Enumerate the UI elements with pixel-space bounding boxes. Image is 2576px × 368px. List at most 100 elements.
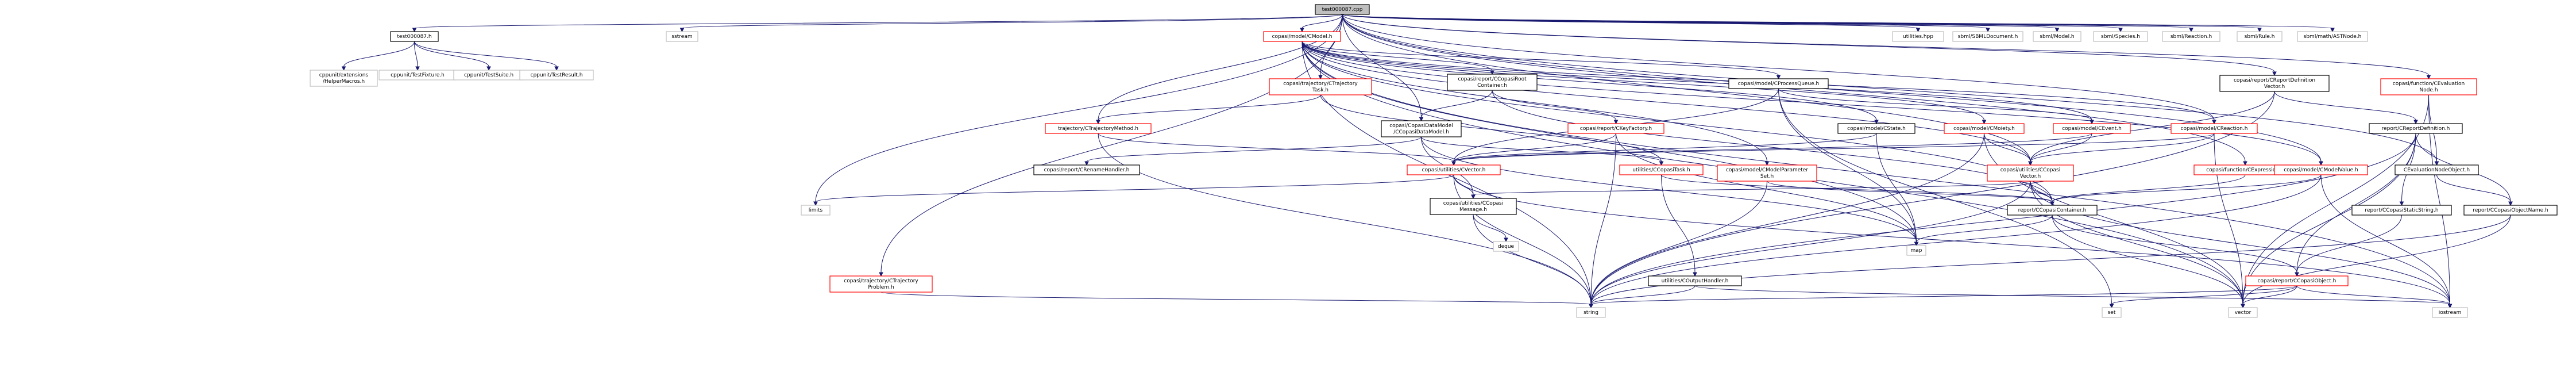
edge-line [1876, 133, 1917, 243]
node-cmoiety[interactable]: copasi/model/CMoiety.h [1944, 123, 2025, 134]
node-sbmlreaction[interactable]: sbml/Reaction.h [2162, 31, 2220, 42]
node-root[interactable]: test000087.cpp [1315, 4, 1370, 15]
node-map[interactable]: map [1906, 245, 1926, 256]
node-box [2351, 205, 2452, 216]
edge-test_h-helpermacros [341, 41, 415, 71]
edge-line [1453, 174, 1592, 305]
node-iostream[interactable]: iostream [2432, 307, 2468, 318]
edge-line [1590, 133, 1984, 305]
node-testsuite[interactable]: cppunit/TestSuite.h [453, 70, 524, 80]
node-sbmlastnode[interactable]: sbml/math/ASTNode.h [2297, 31, 2368, 42]
edge-line [682, 14, 1343, 29]
node-ccopasiobject[interactable]: copasi/report/CCopasiObject.h [2245, 275, 2349, 286]
node-box [2102, 307, 2122, 318]
node-cprocessqueue[interactable]: copasi/model/CProcessQueue.h [1728, 78, 1829, 89]
node-creportdef[interactable]: report/CReportDefinition.h [2369, 123, 2463, 134]
node-creaction[interactable]: copasi/model/CReaction.h [2171, 123, 2258, 134]
node-ctrajmethod[interactable]: trajectory/CTrajectoryMethod.h [1045, 123, 1152, 134]
node-testresult[interactable]: cppunit/TestResult.h [519, 70, 594, 80]
node-label: sbml/SBMLDocument.h [1958, 34, 2018, 40]
arrowhead-icon [554, 66, 559, 71]
node-label: deque [1498, 244, 1515, 250]
node-label: utilities/CCopasiTask.h [1632, 167, 1690, 173]
edge-line [1916, 214, 2053, 243]
edge-line [2242, 285, 2297, 305]
node-label: Node.h [2419, 87, 2438, 93]
node-box [1619, 164, 1704, 175]
node-cevent[interactable]: copasi/model/CEvent.h [2053, 123, 2131, 134]
edge-line [1098, 133, 1592, 305]
node-label: sbml/math/ASTNode.h [2304, 34, 2362, 40]
node-ckeyfactory[interactable]: copasi/report/CKeyFactory.h [1567, 123, 1664, 134]
node-cevalnodeobj[interactable]: CEvaluationNodeObject.h [2395, 164, 2479, 175]
edge-line [880, 14, 1343, 273]
node-label: sstream [671, 34, 692, 40]
edge-cmodel-cmoiety [1301, 41, 1987, 125]
edge-line [1590, 181, 2031, 305]
edge-line [1492, 90, 1616, 121]
edge-line [1453, 133, 1616, 162]
node-deque[interactable]: deque [1493, 241, 1519, 252]
node-string[interactable]: string [1576, 307, 1606, 318]
node-label: copasi/model/CModelParameter [1726, 167, 1808, 173]
edge-ccopasitask-coutputhandler [1661, 174, 1697, 277]
edge-line [2030, 181, 2243, 305]
node-label: sbml/Reaction.h [2171, 34, 2212, 40]
node-cdatamodel[interactable]: copasi/CopasiDataModel/CCopasiDataModel.… [1381, 120, 1462, 137]
node-sstream[interactable]: sstream [666, 31, 698, 42]
node-cmodel[interactable]: copasi/model/CModel.h [1263, 31, 1341, 42]
node-test_h[interactable]: test000087.h [390, 31, 439, 42]
node-cobjectname[interactable]: report/CCopasiObjectName.h [2463, 205, 2558, 216]
node-sbmlrule[interactable]: sbml/Rule.h [2237, 31, 2283, 42]
node-label: sbml/Model.h [2040, 34, 2074, 40]
node-utilities_hpp[interactable]: utilities.hpp [1892, 31, 1944, 42]
node-limits[interactable]: limits [801, 205, 831, 216]
edge-line [1301, 41, 1984, 121]
node-box [1906, 245, 1926, 256]
arrowhead-icon [2257, 28, 2262, 33]
node-sbmlspecies[interactable]: sbml/Species.h [2093, 31, 2148, 42]
node-ccopasitask[interactable]: utilities/CCopasiTask.h [1619, 164, 1704, 175]
node-cvector[interactable]: copasi/utilities/CVector.h [1407, 164, 1501, 175]
node-sbmldoc[interactable]: sbml/SBMLDocument.h [1952, 31, 2023, 42]
edge-test_h-testresult [414, 41, 559, 71]
node-ccopasicontainer[interactable]: report/CCopasiContainer.h [2007, 205, 2098, 216]
edge-line [1342, 14, 2429, 76]
node-label: copasi/report/CKeyFactory.h [1580, 126, 1652, 132]
edge-line [815, 174, 1454, 202]
edge-creaction-ccopasivector [2028, 133, 2215, 166]
edge-creaction-cvector [1451, 133, 2215, 166]
edge-cevent-ccopasivector [2028, 133, 2092, 166]
edge-test_h-testsuite [414, 41, 491, 71]
edge-line [2274, 91, 2416, 121]
node-sbmlmodel[interactable]: sbml/Model.h [2033, 31, 2081, 42]
edge-cmodel-cmodelparamset [1301, 41, 1770, 166]
node-coutputhandler[interactable]: utilities/COutputHandler.h [1648, 275, 1742, 286]
node-box [2053, 123, 2131, 134]
node-helpermacros[interactable]: cppunit/extensions/HelperMacros.h [310, 70, 378, 87]
node-crenamehandler[interactable]: copasi/report/CRenameHandler.h [1033, 164, 1140, 175]
node-testfixture[interactable]: cppunit/TestFixture.h [379, 70, 457, 80]
edge-creaction-vector [2214, 133, 2245, 309]
node-cstate[interactable]: copasi/model/CState.h [1837, 123, 1915, 134]
node-cstaticstring[interactable]: report/CCopasiStaticString.h [2351, 205, 2452, 216]
edge-line [1301, 41, 2031, 162]
node-box [2228, 307, 2258, 318]
node-vector[interactable]: vector [2228, 307, 2258, 318]
edge-ccopasimessage-deque [1473, 214, 1508, 243]
edge-line [1661, 174, 2053, 202]
edge-line [1301, 41, 1493, 71]
edge-cmodel-ccopasivector [1301, 41, 2033, 166]
edges-layer [341, 14, 2513, 309]
node-cmodelvalue[interactable]: copasi/model/CModelValue.h [2274, 164, 2368, 175]
node-cevalnode[interactable]: copasi/function/CEvaluationNode.h [2380, 78, 2477, 95]
node-set[interactable]: set [2102, 307, 2122, 318]
node-box [1567, 123, 1664, 134]
